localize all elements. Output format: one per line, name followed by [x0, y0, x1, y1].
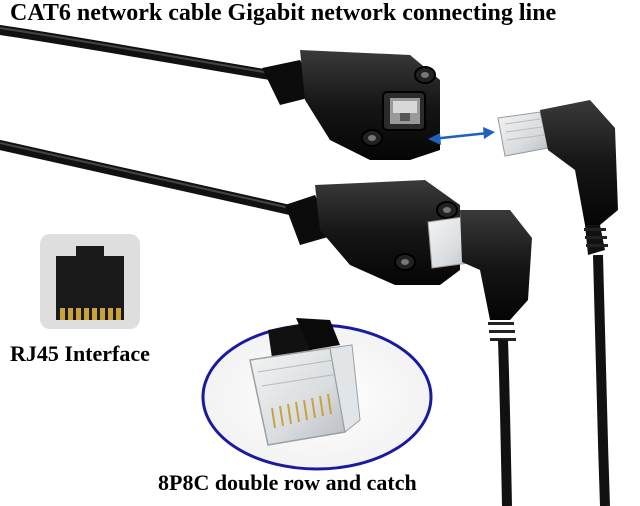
rj45-port-icon [40, 234, 140, 329]
plug-closeup [201, 318, 433, 471]
lower-cable [0, 140, 315, 220]
right-cable [593, 254, 610, 506]
page-title: CAT6 network cable Gigabit network conne… [10, 0, 557, 26]
middle-cable [498, 339, 512, 506]
rj45-interface-label: RJ45 Interface [10, 341, 150, 366]
upper-female-connector [262, 50, 440, 160]
right-angle-plug-top [497, 100, 618, 255]
lower-female-connector [285, 180, 460, 285]
plug-description-label: 8P8C double row and catch [158, 470, 417, 495]
upper-cable [0, 25, 305, 85]
double-arrow-icon [428, 127, 495, 145]
right-angle-plug-inserted [427, 210, 532, 341]
